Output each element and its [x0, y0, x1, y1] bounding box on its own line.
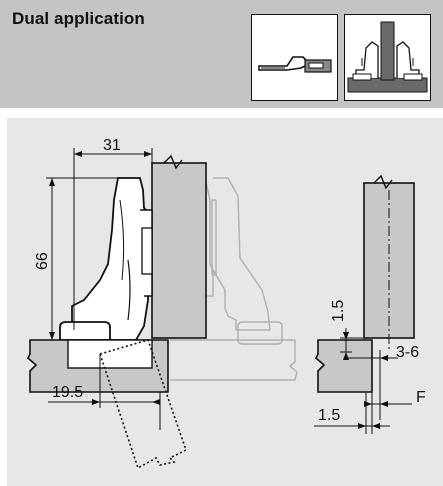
hinge-arm — [71, 177, 153, 341]
dual-application-section-icon — [344, 14, 431, 101]
cabinet-panel — [151, 154, 207, 339]
dim-1-5-horizontal — [314, 392, 390, 434]
dim-1-5-horizontal-label: 1.5 — [318, 407, 340, 424]
page-title: Dual application — [12, 9, 145, 28]
door-left — [27, 339, 169, 393]
door-right — [315, 339, 373, 393]
opening-path — [98, 339, 187, 470]
header-bar: Dual application — [0, 0, 443, 108]
dim-f-label: F — [416, 389, 426, 406]
dim-19-5-label: 19.5 — [52, 384, 83, 401]
dim-1-5-vertical — [340, 328, 364, 360]
dim-31-label: 31 — [103, 137, 121, 154]
dim-1-5-vertical-label: 1.5 — [330, 300, 347, 322]
dim-3-6 — [348, 340, 398, 420]
hinge-cup — [59, 321, 111, 341]
dim-66-label: 66 — [34, 252, 51, 270]
right-cabinet-panel — [363, 174, 415, 352]
dim-3-6-label: 3-6 — [396, 344, 419, 361]
hinge-side-view-icon — [251, 14, 338, 101]
header-divider — [0, 108, 443, 118]
dim-19-5 — [48, 354, 161, 430]
dim-66 — [46, 177, 118, 340]
dim-f — [364, 401, 412, 407]
